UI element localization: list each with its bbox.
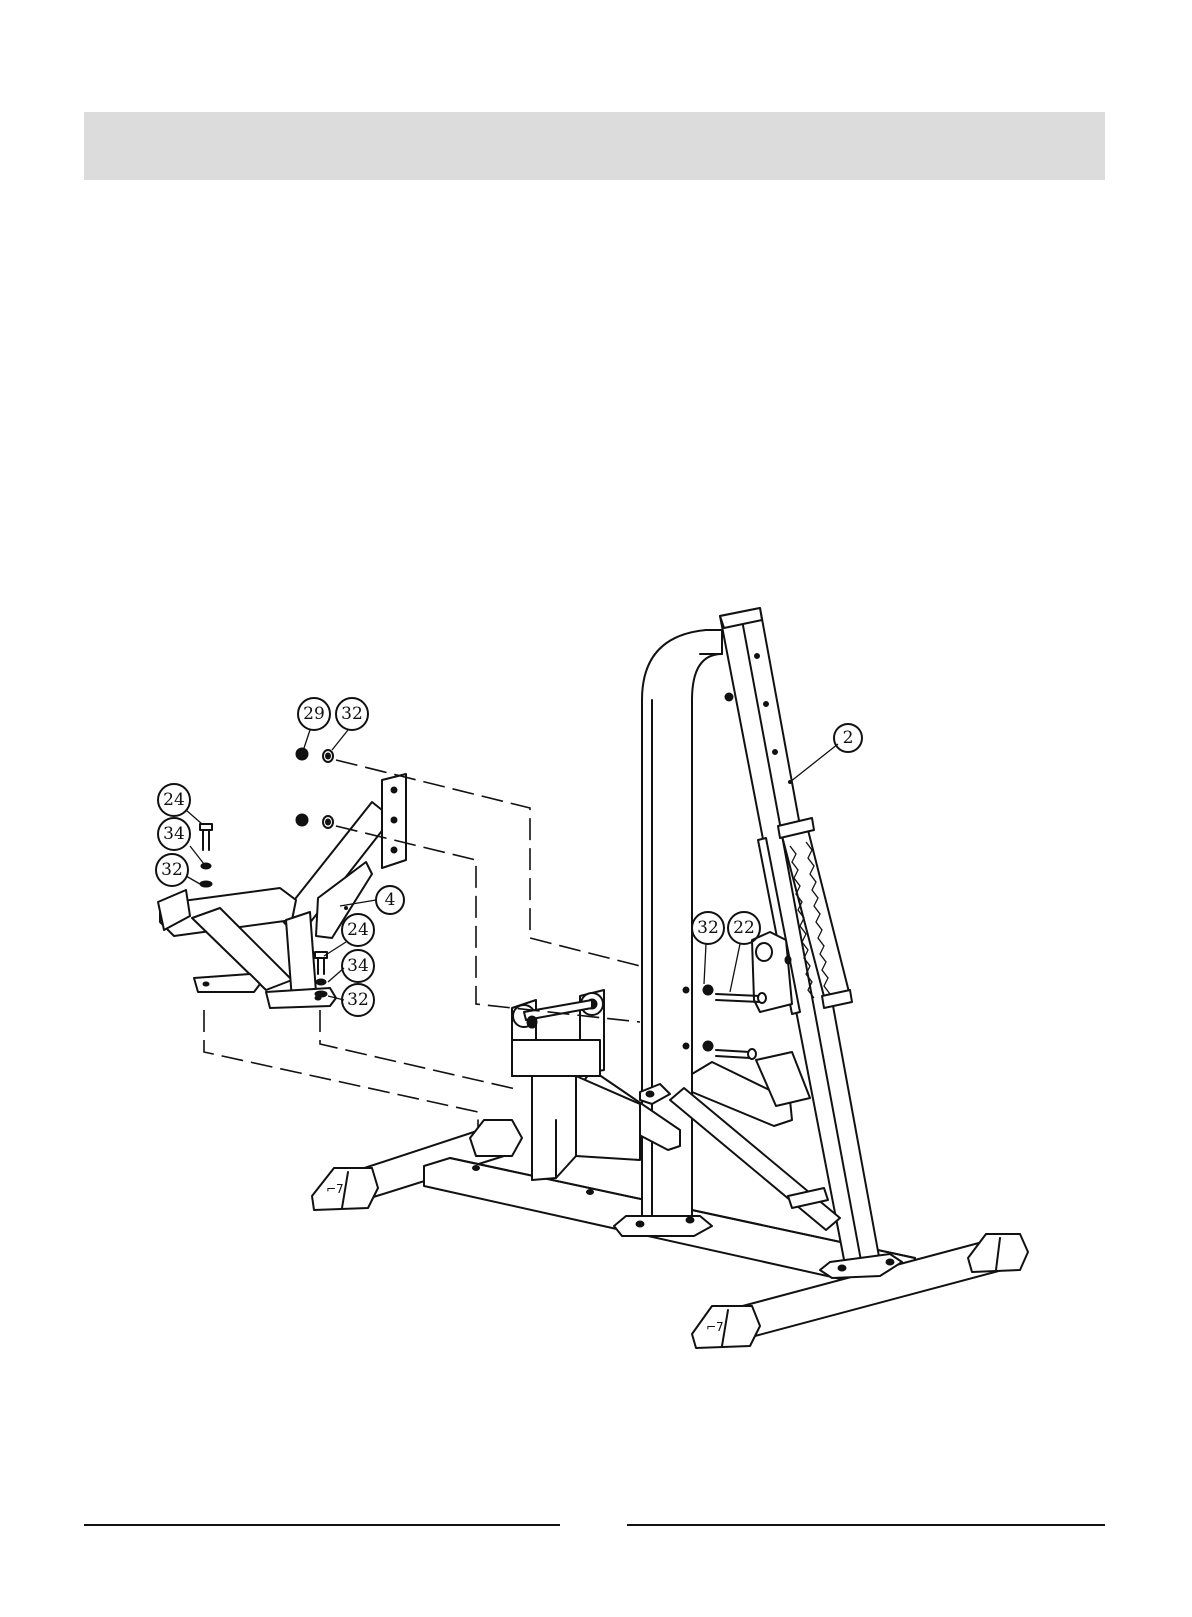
- callout-4: 4: [376, 886, 404, 914]
- svg-text:34: 34: [347, 956, 369, 976]
- center-pivot-block: [512, 990, 640, 1180]
- end-cap-front-left: ⌐7: [692, 1306, 760, 1348]
- callout-32-upright: 32: [692, 912, 724, 944]
- callout-24-left: 24: [158, 784, 190, 816]
- bolts-part-22: [683, 985, 766, 1059]
- callout-32-right: 32: [342, 984, 374, 1016]
- svg-text:32: 32: [341, 704, 363, 724]
- footer-rule-left: [84, 1524, 560, 1526]
- callout-32-top: 32: [336, 698, 368, 730]
- svg-text:29: 29: [303, 704, 325, 724]
- svg-text:32: 32: [697, 918, 719, 938]
- svg-text:32: 32: [161, 860, 183, 880]
- callout-2: 2: [834, 724, 862, 752]
- callout-34-left: 34: [158, 818, 190, 850]
- svg-text:24: 24: [163, 790, 185, 810]
- svg-text:2: 2: [843, 728, 854, 748]
- svg-text:34: 34: [163, 824, 185, 844]
- callout-34-right: 34: [342, 950, 374, 982]
- end-cap-front-right: [968, 1234, 1028, 1272]
- svg-text:4: 4: [385, 890, 396, 910]
- footer-rule-right: [627, 1524, 1105, 1526]
- svg-text:24: 24: [347, 920, 369, 940]
- callout-32-left: 32: [156, 854, 188, 886]
- callout-22: 22: [728, 912, 760, 944]
- callout-29: 29: [298, 698, 330, 730]
- svg-text:32: 32: [347, 990, 369, 1010]
- callout-24-right: 24: [342, 914, 374, 946]
- svg-text:⌐7: ⌐7: [706, 1320, 724, 1334]
- svg-text:22: 22: [733, 918, 755, 938]
- leader-lines: [186, 730, 838, 1000]
- svg-text:⌐7: ⌐7: [326, 1182, 344, 1196]
- end-cap-rear-left: ⌐7: [312, 1168, 378, 1210]
